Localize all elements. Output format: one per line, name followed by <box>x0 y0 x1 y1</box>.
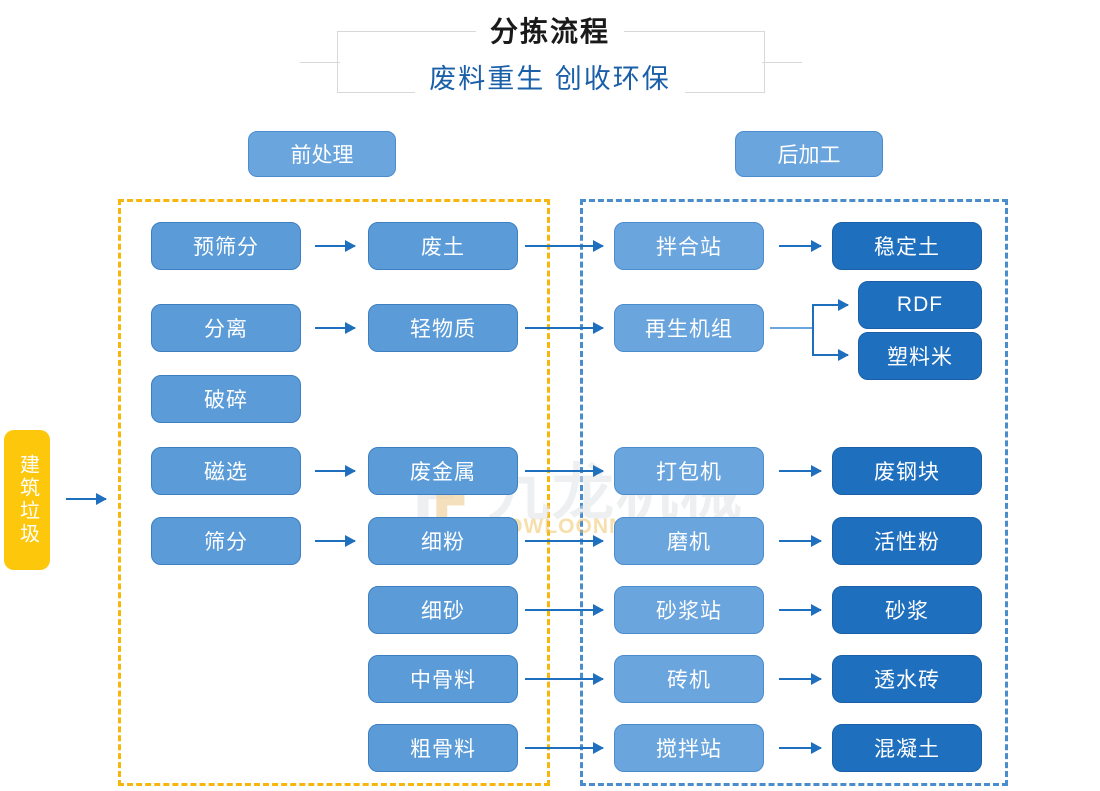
node-product-1[interactable]: RDF <box>858 281 982 329</box>
node-process-0[interactable]: 预筛分 <box>151 222 301 270</box>
arrow-process4-to-material3 <box>315 535 356 547</box>
node-material-4[interactable]: 细砂 <box>368 586 518 634</box>
node-equipment-5[interactable]: 砖机 <box>614 655 764 703</box>
node-material-2[interactable]: 废金属 <box>368 447 518 495</box>
section-tag-post-processing[interactable]: 后加工 <box>735 131 883 177</box>
node-equipment-0[interactable]: 拌合站 <box>614 222 764 270</box>
node-process-2[interactable]: 破碎 <box>151 375 301 423</box>
arrow-process0-to-material0 <box>315 240 356 252</box>
arrow-material4-to-equipment4 <box>525 604 604 616</box>
arrow-equipment4-to-product5 <box>779 604 822 616</box>
node-product-0[interactable]: 稳定土 <box>832 222 982 270</box>
arrow-process3-to-material2 <box>315 465 356 477</box>
arrow-material6-to-equipment6 <box>525 742 604 754</box>
title-rule-left <box>300 62 340 63</box>
zone-post-processing <box>580 199 1008 786</box>
node-process-1[interactable]: 分离 <box>151 304 301 352</box>
page-title-text: 分拣流程 <box>475 16 624 47</box>
node-equipment-2[interactable]: 打包机 <box>614 447 764 495</box>
title-rule-right <box>762 62 802 63</box>
node-material-5[interactable]: 中骨料 <box>368 655 518 703</box>
node-material-0[interactable]: 废土 <box>368 222 518 270</box>
node-equipment-1[interactable]: 再生机组 <box>614 304 764 352</box>
page-title: 分拣流程 <box>0 16 1100 48</box>
node-product-2[interactable]: 塑料米 <box>858 332 982 380</box>
arrow-branch-to-product2 <box>812 349 849 361</box>
page-subtitle: 废料重生 创收环保 <box>0 63 1100 95</box>
arrow-equipment0-to-product0 <box>779 240 822 252</box>
page-subtitle-text: 废料重生 创收环保 <box>415 64 685 94</box>
arrow-material0-to-equipment0 <box>525 240 604 252</box>
arrow-branch-stem <box>770 327 814 329</box>
arrow-process1-to-material1 <box>315 322 356 334</box>
node-equipment-3[interactable]: 磨机 <box>614 517 764 565</box>
node-material-6[interactable]: 粗骨料 <box>368 724 518 772</box>
node-product-4[interactable]: 活性粉 <box>832 517 982 565</box>
node-equipment-4[interactable]: 砂浆站 <box>614 586 764 634</box>
node-equipment-6[interactable]: 搅拌站 <box>614 724 764 772</box>
arrow-equipment2-to-product3 <box>779 465 822 477</box>
arrow-branch-to-product1 <box>812 299 849 311</box>
arrow-material5-to-equipment5 <box>525 673 604 685</box>
node-material-3[interactable]: 细粉 <box>368 517 518 565</box>
arrow-equipment5-to-product6 <box>779 673 822 685</box>
node-product-5[interactable]: 砂浆 <box>832 586 982 634</box>
arrow-material2-to-equipment2 <box>525 465 604 477</box>
arrow-branch-bar <box>812 304 814 354</box>
arrow-input-to-pre <box>66 493 107 505</box>
arrow-equipment6-to-product7 <box>779 742 822 754</box>
input-node-construction-waste[interactable]: 建筑垃圾 <box>4 430 50 570</box>
section-tag-pre-processing[interactable]: 前处理 <box>248 131 396 177</box>
arrow-equipment3-to-product4 <box>779 535 822 547</box>
node-product-6[interactable]: 透水砖 <box>832 655 982 703</box>
node-process-3[interactable]: 磁选 <box>151 447 301 495</box>
arrow-material3-to-equipment3 <box>525 535 604 547</box>
node-material-1[interactable]: 轻物质 <box>368 304 518 352</box>
node-process-4[interactable]: 筛分 <box>151 517 301 565</box>
zone-pre-processing <box>118 199 550 786</box>
node-product-3[interactable]: 废钢块 <box>832 447 982 495</box>
arrow-material1-to-equipment1 <box>525 322 604 334</box>
node-product-7[interactable]: 混凝土 <box>832 724 982 772</box>
